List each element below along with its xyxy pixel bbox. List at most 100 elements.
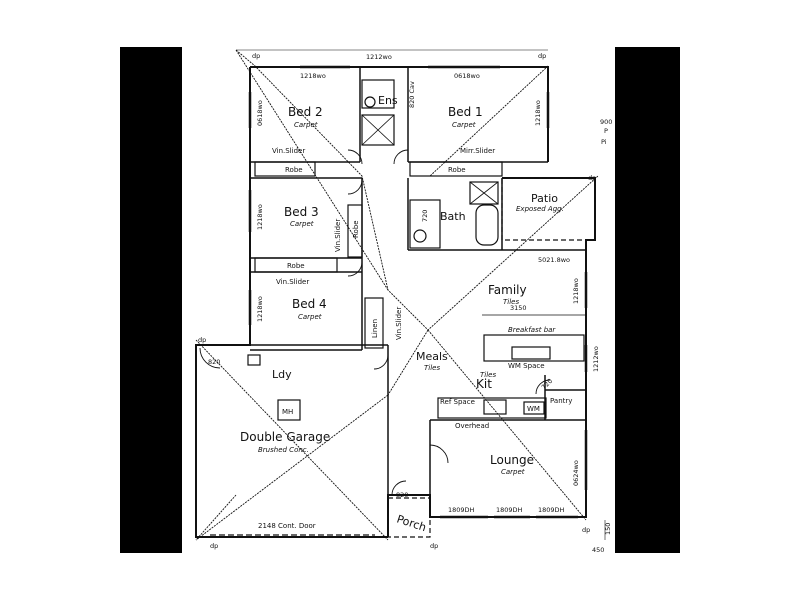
breakfast-bar (483, 334, 585, 362)
wm-label: WM (527, 405, 540, 413)
window-family-side: 1218wo (572, 278, 580, 304)
room-ldy-name: Ldy (272, 368, 292, 381)
dim-820-porch: 820 (396, 491, 408, 499)
window-lounge-2: 1809DH (496, 506, 523, 514)
room-bed1-name: Bed 1 (448, 105, 483, 119)
dp-bottom-mid: dp (430, 542, 438, 550)
dim-900: 900 (600, 118, 612, 126)
dp-bottom-right: dp (582, 526, 590, 534)
dim-450: 450 (592, 546, 604, 554)
wm-box (523, 401, 545, 415)
cav-label: 820 Cav (408, 81, 416, 108)
windows (248, 65, 588, 519)
dim-150: 150 (604, 523, 612, 535)
door-swings (199, 149, 551, 496)
window-lounge-1: 1809DH (448, 506, 475, 514)
robe-bed4 (254, 257, 338, 273)
room-bed1-floor: Carpet (452, 121, 476, 129)
dp-patio: dp (588, 174, 596, 182)
kitchen-bench (437, 397, 547, 419)
bed3-slider-label: Vin.Slider (334, 219, 342, 252)
edge-pi: Pi (601, 138, 607, 146)
dim-820-ldy: 820 (208, 358, 220, 366)
room-bed3-name: Bed 3 (284, 205, 319, 219)
wm-space-label: WM Space (508, 362, 545, 370)
dp-bottom-left: dp (210, 542, 218, 550)
window-family-label: 5021.8wo (538, 256, 570, 264)
robe-bed1 (409, 161, 503, 177)
mh-label: MH (282, 408, 293, 416)
window-top-label: 1212wo (366, 53, 392, 61)
window-bed4-label: 1218wo (256, 296, 264, 322)
room-bed4-floor: Carpet (298, 313, 322, 321)
bath-vanity (409, 199, 441, 249)
room-garage-name: Double Garage (240, 430, 330, 444)
toilet-ens (364, 96, 376, 108)
window-kit-side: 1212wo (592, 346, 600, 372)
room-family-floor: Tiles (503, 298, 519, 306)
dim-3150: 3150 (510, 304, 527, 312)
window-lounge-3: 1809DH (538, 506, 565, 514)
room-bed3-floor: Carpet (290, 220, 314, 228)
room-bed2-floor: Carpet (294, 121, 318, 129)
dim-720-pantry: 720 (540, 377, 554, 391)
room-bath-name: Bath (440, 210, 466, 223)
cooktop (511, 346, 551, 360)
room-family-name: Family (488, 283, 527, 297)
room-pantry-name: Pantry (550, 397, 572, 405)
dp-top-left: dp (252, 52, 260, 60)
room-lounge-name: Lounge (490, 453, 534, 467)
linen-cupboard (364, 297, 384, 349)
room-kit-floor: Tiles (480, 371, 496, 379)
hall-slider-label: Vin.Slider (395, 307, 403, 340)
room-ens-name: Ens (378, 94, 398, 107)
garage-door-label: 2148 Cont. Door (258, 522, 316, 530)
window-bed2-side: 0618wo (256, 100, 264, 126)
window-bed3-label: 1218wo (256, 204, 264, 230)
room-meals-floor: Tiles (424, 364, 440, 372)
room-patio-floor: Exposed Agg. (516, 205, 564, 213)
room-porch-name: Porch (395, 512, 428, 534)
bathtub (475, 204, 499, 246)
room-garage-floor: Brushed Conc. (258, 446, 309, 454)
right-black-band (615, 47, 680, 553)
dim-720-bath: 720 (421, 210, 429, 222)
roof-lines (195, 49, 599, 541)
bed4-slider-label: Vin.Slider (276, 278, 309, 286)
left-black-band (120, 47, 182, 553)
bath-shower (469, 181, 499, 205)
robe-bed3 (347, 204, 363, 258)
dp-garage: dp (198, 336, 206, 344)
overhead-label: Overhead (455, 422, 489, 430)
window-lounge-label: 0624wo (572, 460, 580, 486)
fridge-space-label: Ref Space (440, 398, 475, 406)
robe-bed1-label: Robe (448, 166, 466, 174)
room-bed4-name: Bed 4 (292, 297, 327, 311)
ensuite-vanity (361, 114, 395, 146)
room-kit-name: Kit (476, 377, 492, 391)
robe-bed2-label: Robe (285, 166, 303, 174)
room-lounge-floor: Carpet (501, 468, 525, 476)
toilet-bath (413, 229, 427, 243)
dp-top-right: dp (538, 52, 546, 60)
robe-bed2 (254, 161, 316, 177)
bed2-slider-label: Vin.Slider (272, 147, 305, 155)
room-meals-name: Meals (416, 350, 448, 363)
bed1-slider-label: Mirr.Slider (460, 147, 495, 155)
robe-bed4-label: Robe (287, 262, 305, 270)
mh-box (277, 399, 301, 421)
robe-bed3-label: Robe (352, 220, 360, 238)
room-bed2-name: Bed 2 (288, 105, 323, 119)
porch-slab (387, 497, 431, 538)
ldy-tub (247, 354, 261, 366)
window-bed1-side: 1218wo (534, 100, 542, 126)
edge-p: P (604, 127, 608, 135)
window-bed1-label: 0618wo (454, 72, 480, 80)
oven (483, 399, 507, 415)
linen-label: Linen (371, 319, 379, 338)
room-patio-name: Patio (531, 192, 558, 205)
window-bed2-label: 1218wo (300, 72, 326, 80)
breakfast-bar-label: Breakfast bar (508, 326, 556, 334)
ensuite-shower (361, 79, 395, 109)
